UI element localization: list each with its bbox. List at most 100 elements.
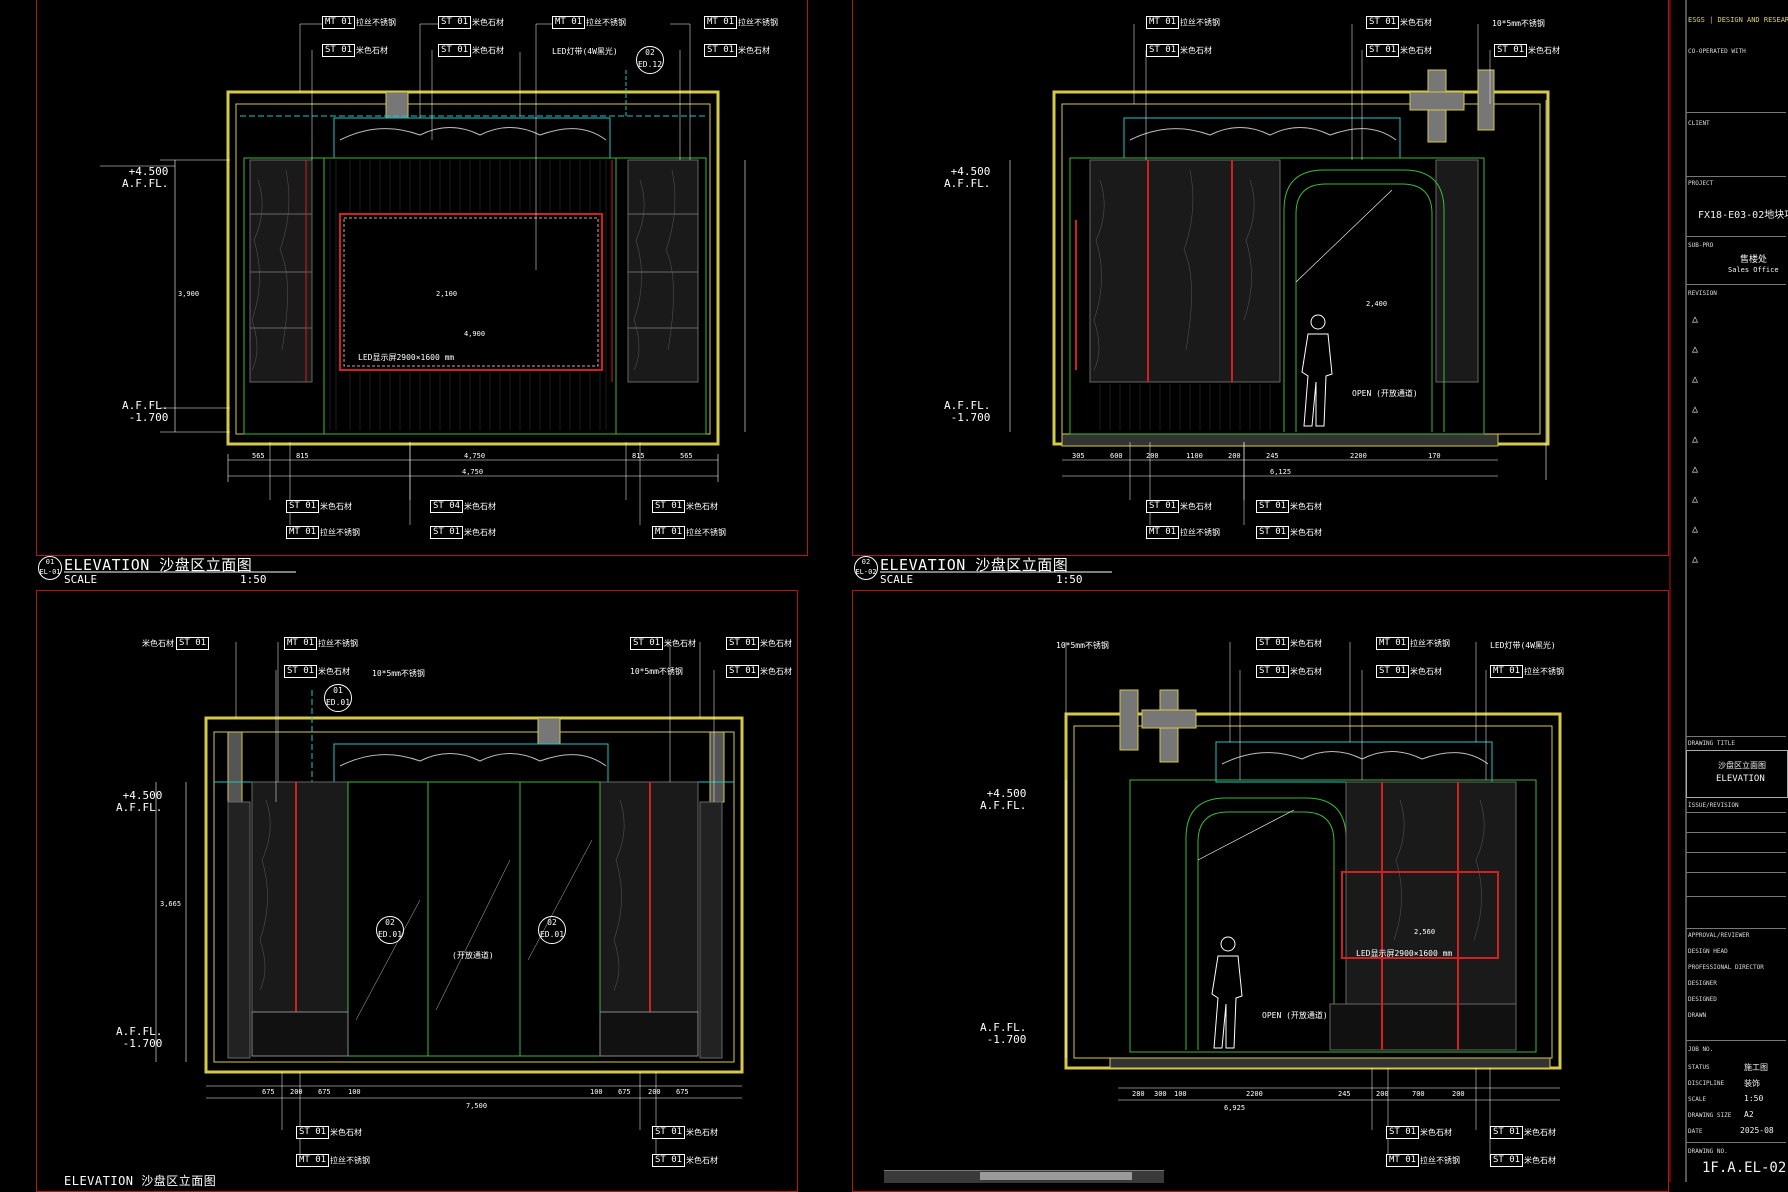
drawing-ref: EL-02 [855, 568, 877, 576]
material-tag-st01: ST 01 [1146, 44, 1180, 57]
dim-p2-3: 1100 [1186, 452, 1203, 460]
material-tag-st01: ST 01 [1256, 526, 1290, 539]
dim-tv-width: 4,900 [464, 330, 486, 338]
subpro-name: Sales Office [1728, 266, 1779, 274]
scale-value-2: 1:50 [1056, 573, 1083, 586]
drawing-number: 02 [861, 558, 871, 566]
tb-divider [1686, 832, 1786, 833]
material-tag-st01: ST 01 [1256, 500, 1290, 513]
material-note: 米色石材 [1400, 46, 1432, 55]
drawing-title-cn: 沙盘区立面图 [1718, 761, 1766, 770]
size-label: DRAWING SIZE [1688, 1112, 1732, 1119]
callout-ref: ED.01 [325, 698, 351, 707]
dim-p4-2: 100 [1174, 1090, 1187, 1098]
material-tag-st01: ST 01 [286, 500, 320, 513]
client-label: CLIENT [1688, 120, 1710, 127]
material-note: 米色石材 [1410, 667, 1442, 676]
project-label: PROJECT [1688, 180, 1714, 187]
level-top-1: +4.500 A.F.FL. [122, 165, 169, 190]
drawing-no-value: 1F.A.EL-02 [1702, 1160, 1787, 1176]
level-bottom-4: A.F.FL. -1.700 [980, 1021, 1027, 1046]
tb-divider [1686, 1142, 1786, 1143]
material-note: 拉丝不锈钢 [1180, 18, 1220, 27]
tb-divider [1686, 236, 1786, 237]
material-tag-st01: ST 01 [1366, 16, 1400, 29]
level-top-4: +4.500 A.F.FL. [980, 787, 1027, 812]
material-tag-st04: ST 04 [430, 500, 464, 513]
open-note: OPEN (开放通道) [1262, 1010, 1328, 1021]
tb-divider [1686, 812, 1786, 813]
material-note: 米色石材 [1420, 1128, 1452, 1137]
level-bottom-2: A.F.FL. -1.700 [944, 399, 991, 424]
material-tag-st01: ST 01 [1494, 44, 1528, 57]
dim-p2-0: 305 [1072, 452, 1085, 460]
dim-p4-7: 200 [1452, 1090, 1465, 1098]
material-tag-st01: ST 01 [438, 16, 472, 29]
material-note: 米色石材 [318, 667, 350, 676]
material-tag-st01: ST 01 [438, 44, 472, 57]
drawing-number: 01 [45, 558, 55, 566]
revision-triangle-icon: △ [1692, 494, 1699, 505]
revision-triangle-icon: △ [1692, 464, 1699, 475]
status-label: STATUS [1688, 1064, 1710, 1071]
material-note: 米色石材 [356, 46, 388, 55]
material-tag-st01: ST 01 [176, 637, 210, 650]
material-note: 拉丝不锈钢 [1420, 1156, 1460, 1165]
material-note: 米色石材 [1524, 1128, 1556, 1137]
open-note: (开放通道) [452, 951, 494, 960]
material-tag-st01: ST 01 [1376, 665, 1410, 678]
steel-note: 10*5mm不锈钢 [372, 669, 425, 678]
revision-triangle-icon: △ [1692, 404, 1699, 415]
material-note: 米色石材 [686, 1128, 718, 1137]
dim-height-3: 3,665 [160, 900, 182, 908]
material-tag-mt01: MT 01 [1376, 637, 1410, 650]
material-tag-st01: ST 01 [630, 637, 664, 650]
designed-label: DESIGNED [1688, 996, 1717, 1003]
material-note: 米色石材 [1180, 502, 1212, 511]
material-tag-st01: ST 01 [652, 1154, 686, 1167]
dim-total-4: 6,925 [1224, 1104, 1246, 1112]
dim-tv-height: 2,100 [436, 290, 458, 298]
material-note: 米色石材 [1180, 46, 1212, 55]
open-label: OPEN [1352, 389, 1372, 398]
material-note: 米色石材 [760, 667, 792, 676]
material-tag-mt01: MT 01 [552, 16, 586, 29]
tb-divider [1686, 872, 1786, 873]
material-note: 拉丝不锈钢 [330, 1156, 370, 1165]
discipline-label: DISCIPLINE [1688, 1080, 1725, 1087]
date-value: 2025-08 [1740, 1126, 1774, 1135]
panel-frame-1 [36, 0, 808, 556]
material-note: 米色石材 [1290, 667, 1322, 676]
steel-note: 10*5mm不锈钢 [1056, 641, 1109, 650]
material-note: 米色石材 [1290, 502, 1322, 511]
drawing-title-label: DRAWING TITLE [1688, 740, 1735, 747]
material-note: 米色石材 [142, 639, 174, 648]
dim-p1-0: 565 [252, 452, 265, 460]
design-head-label: DESIGN HEAD [1688, 948, 1728, 955]
material-tag-mt01: MT 01 [1386, 1154, 1420, 1167]
job-no-label: JOB NO. [1688, 1046, 1714, 1053]
scale-label-2: SCALE [880, 573, 914, 586]
tb-divider [1686, 112, 1786, 113]
material-tag-mt01: MT 01 [1146, 526, 1180, 539]
revision-triangle-icon: △ [1692, 344, 1699, 355]
drawing-title-1: ELEVATION 沙盘区立面图 [64, 556, 253, 574]
dim-p4-1: 300 [1154, 1090, 1167, 1098]
scrollbar-thumb[interactable] [980, 1172, 1132, 1180]
level-bottom-1: A.F.FL. -1.700 [122, 399, 169, 424]
status-value: 施工图 [1744, 1063, 1768, 1072]
material-tag-mt01: MT 01 [286, 526, 320, 539]
dim-p4-6: 700 [1412, 1090, 1425, 1098]
open-label-cn: (开放通道) [1376, 389, 1418, 398]
material-note: 拉丝不锈钢 [320, 528, 360, 537]
callout-number: 02 [547, 918, 557, 927]
material-tag-st01: ST 01 [1146, 500, 1180, 513]
material-tag-mt01: MT 01 [296, 1154, 330, 1167]
drawing-ref: EL-01 [39, 568, 61, 576]
material-tag-st01: ST 01 [1386, 1126, 1420, 1139]
material-note: 米色石材 [330, 1128, 362, 1137]
